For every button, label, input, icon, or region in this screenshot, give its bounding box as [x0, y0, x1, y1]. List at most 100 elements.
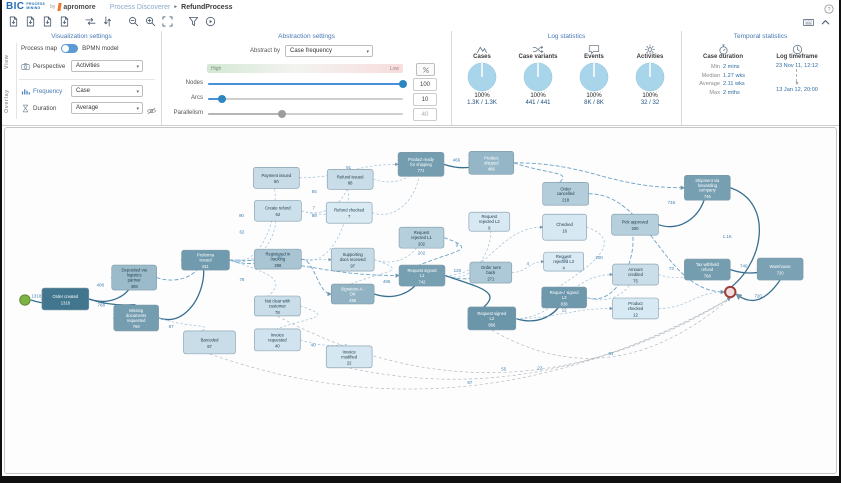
filter-icon[interactable]: [186, 14, 200, 28]
process-edge-product_checked-end[interactable]: [658, 290, 725, 309]
process-edge-invoice_modified-end[interactable]: [349, 297, 731, 380]
percentage-toggle-button[interactable]: [416, 63, 435, 76]
node-label: docs received: [340, 257, 366, 262]
stat-pie-chart[interactable]: [579, 62, 609, 92]
process-edge-req_signed_l3-pick_approved[interactable]: [586, 220, 634, 300]
node-label: rejected L3: [553, 259, 574, 264]
stat-pie-chart[interactable]: [523, 62, 553, 92]
frequency-select[interactable]: Case ▾: [71, 85, 143, 97]
slider-track[interactable]: [208, 80, 407, 88]
eye-off-icon[interactable]: [146, 103, 157, 115]
process-edge-warehouse-end[interactable]: [735, 279, 781, 302]
stat-pie-chart[interactable]: [467, 62, 497, 92]
process-edge-shipment_fwd-end[interactable]: [723, 187, 761, 293]
export-log-icon[interactable]: [57, 14, 71, 28]
zoom-out-icon[interactable]: [126, 14, 140, 28]
fit-screen-icon[interactable]: [160, 14, 174, 28]
partner-logo-icon: [57, 3, 62, 11]
node-label: credited: [628, 272, 644, 277]
map-type-toggle[interactable]: [61, 44, 79, 53]
process-edge-req_signed_l2-end[interactable]: [491, 297, 731, 359]
help-icon[interactable]: ?: [824, 1, 834, 14]
layout-horizontal-icon[interactable]: [83, 14, 97, 28]
collapse-panel-icon[interactable]: [818, 16, 832, 30]
breadcrumb-app[interactable]: Process Discoverer: [109, 3, 171, 11]
process-edge-refund_checked-product_ready[interactable]: [372, 159, 420, 215]
process-edge-barcoded-end[interactable]: [209, 297, 731, 390]
zoom-in-icon[interactable]: [143, 14, 157, 28]
process-edge-registered-signature_a[interactable]: [301, 258, 332, 297]
edge-frequency-label: 91: [346, 165, 351, 170]
node-label: Tax withheld: [696, 262, 720, 267]
end-event-node[interactable]: [724, 285, 737, 299]
slider-thumb[interactable]: [217, 95, 226, 103]
node-frequency: 62: [276, 212, 281, 217]
stat-pie-chart[interactable]: [635, 62, 665, 92]
abstract-by-select[interactable]: Case frequency ▾: [285, 45, 374, 57]
stat-label: Activities: [636, 54, 664, 60]
export-png-icon[interactable]: [6, 14, 20, 28]
export-pdf-icon[interactable]: [23, 14, 37, 28]
node-label: forwarding: [698, 183, 718, 188]
perspective-select[interactable]: Activities ▾: [71, 60, 143, 72]
duration-select[interactable]: Average ▾: [71, 102, 143, 114]
slider-track[interactable]: [208, 110, 403, 118]
start-event-node[interactable]: [19, 294, 31, 306]
process-edge-product_shipped-shipment_fwd[interactable]: [513, 162, 686, 191]
process-edge-missing_docs-barcoded[interactable]: [158, 317, 206, 343]
panel-title: Log statistics: [547, 33, 586, 40]
slider-thumb[interactable]: [399, 80, 407, 88]
slider-track[interactable]: [208, 95, 403, 103]
process-edge-not_clear-end[interactable]: [277, 297, 731, 373]
node-label: OK: [350, 291, 356, 296]
node-label: requested: [268, 337, 287, 342]
timeframe-start: 23 Nov 11, 12:12: [775, 63, 819, 69]
edge-frequency-label: 55: [501, 366, 506, 371]
slider-thumb[interactable]: [278, 110, 287, 118]
layout-vertical-icon[interactable]: [100, 14, 114, 28]
node-label: Invoice: [343, 349, 357, 354]
keyboard-shortcuts-icon[interactable]: [801, 16, 815, 30]
edge-frequency-label: 408: [97, 282, 105, 287]
process-edge-req_signed_l1-checked[interactable]: [444, 225, 544, 276]
animate-icon[interactable]: [203, 14, 217, 28]
edge-frequency-label: 1.1K: [723, 234, 732, 239]
process-edge-req_signed_l1-req_rejected_l2[interactable]: [444, 217, 491, 278]
process-edge-order_cancelled-end[interactable]: [588, 193, 726, 295]
edge-frequency-label: 12: [562, 307, 567, 312]
export-bpmn-icon[interactable]: [40, 14, 54, 28]
